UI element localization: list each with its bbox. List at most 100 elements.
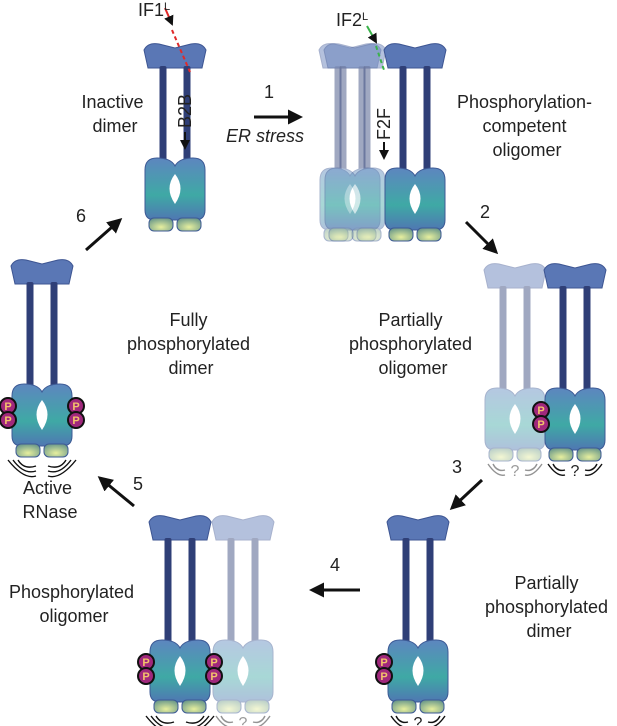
- ppo-front-phospho-text-L-1: P: [537, 405, 544, 417]
- step-3-arrow: [449, 478, 484, 511]
- ppd-dimer-cleft: [412, 656, 424, 686]
- fpd-phospho-text-R-2: P: [72, 415, 79, 427]
- ppo-front-stalk-2: [583, 286, 591, 392]
- fpd-phospho-text-L-1: P: [4, 401, 11, 413]
- ppo-front-dimer-cleft: [569, 404, 581, 434]
- ppo-front-unknown-arc-right-2: [584, 463, 603, 476]
- ppo-front-unknown-arc-left-1: [552, 463, 566, 472]
- po-front-phospho-R-2: [205, 667, 223, 685]
- ppo-back-rnase-1: [488, 447, 514, 462]
- competent-front: [383, 43, 447, 242]
- partially-phosphorylated-dimer-label: Partially phosphorylated dimer: [485, 573, 613, 641]
- ppo-back-unknown-mark: ?: [511, 463, 520, 480]
- fully-phosphorylated-dimer-label: Fully phosphorylated dimer: [127, 310, 255, 378]
- competent-back-rnase-1: [328, 227, 354, 242]
- po-back-rnase-2: [244, 699, 270, 714]
- fpd-activity-arc-left-1: [17, 459, 37, 468]
- step-5-number: 5: [133, 474, 143, 494]
- ppd-unknown-arc-right-2: [433, 715, 446, 726]
- fpd-activity-arc-right-1: [47, 459, 67, 468]
- competent-faded-1-luminal-head: [318, 43, 382, 69]
- ppo-front: PP?: [532, 263, 607, 480]
- po-front-phospho-L-2: [137, 667, 155, 685]
- po-back-unknown-arc-left-1: [220, 715, 234, 724]
- ppd-unknown-arc-right-1: [427, 715, 441, 724]
- ppd-stalk-2: [426, 538, 434, 644]
- fpd-rnase-2: [43, 443, 69, 458]
- competent-back-stalk-2: [363, 66, 371, 172]
- competent-faded-1-stalk-1: [334, 66, 342, 172]
- ppd-rnase-1: [391, 699, 417, 714]
- po-front-luminal-head: [148, 515, 212, 541]
- po-front-activity-arc-right-1: [185, 715, 205, 724]
- fpd-stalk-1: [26, 282, 34, 388]
- ppo-front-unknown-arc-right-1: [584, 463, 598, 472]
- ppo-back-luminal-head: [483, 263, 547, 289]
- po-back: PP?: [200, 515, 275, 726]
- active-rnase-label: Active RNase: [22, 478, 77, 522]
- ppd-unknown-mark: ?: [414, 715, 423, 726]
- ppd-phospho-text-L-1: P: [380, 657, 387, 669]
- inactive-dimer-rnase-2: [176, 217, 202, 232]
- po-back-unknown-arc-right-1: [252, 715, 266, 724]
- competent-back-dimer-cleft: [349, 184, 361, 214]
- fpd-luminal-head: [10, 259, 74, 285]
- po-front-dimer-cleft: [174, 656, 186, 686]
- fpd-activity-arc-left-3: [7, 459, 37, 478]
- ppo-front-unknown-arc-left-2: [547, 463, 566, 476]
- ppd: PP?: [375, 515, 450, 726]
- inactive-dimer-luminal-head: [143, 43, 207, 69]
- step-2-number: 2: [480, 202, 490, 222]
- competent-front-luminal-head: [383, 43, 447, 69]
- competent-front-stalk-2: [423, 66, 431, 172]
- ppo-back-stalk-1: [499, 286, 507, 392]
- step-6-arrow: [85, 218, 123, 252]
- inactive-dimer-stalk-1: [159, 66, 167, 162]
- ppo-front-rnase-1: [548, 447, 574, 462]
- ppd-stalk-1: [402, 538, 410, 644]
- ppd-phospho-L-2: [375, 667, 393, 685]
- po-front-rnase-1: [153, 699, 179, 714]
- ppo-front-phospho-L-2: [532, 415, 550, 433]
- step-3-number: 3: [452, 457, 462, 477]
- po-back-rnase-1: [216, 699, 242, 714]
- if1-marker: [164, 7, 191, 73]
- ppo-back-stalk-2: [523, 286, 531, 392]
- competent-front-rnase-2: [416, 227, 442, 242]
- inactive-dimer: [143, 43, 207, 232]
- ppo-back-unknown-arc-right-1: [524, 463, 538, 472]
- po-back-unknown-arc-left-2: [215, 715, 228, 726]
- po-back-luminal-head: [211, 515, 275, 541]
- po-back-stalk-2: [251, 538, 259, 644]
- po-back-stalk-1: [227, 538, 235, 644]
- phosphorylated-oligomer-label: Phosphorylated oligomer: [9, 582, 139, 626]
- f2f-label: F2F: [374, 108, 394, 140]
- po-front-stalk-1: [164, 538, 172, 644]
- competent-front-rnase-1: [388, 227, 414, 242]
- competent-back-rnase-2: [356, 227, 382, 242]
- po-front-activity-arc-left-2: [150, 715, 164, 726]
- fpd-activity-arc-right-2: [47, 459, 72, 473]
- ppo-back-unknown-arc-left-1: [492, 463, 506, 472]
- b2b-label: B2B: [175, 94, 195, 128]
- er-stress-label: ER stress: [226, 126, 304, 146]
- competent-front-stalk-1: [399, 66, 407, 172]
- if1-label: IF1L: [138, 0, 170, 20]
- inactive-dimer-label: Inactive dimer: [81, 92, 148, 136]
- ppo-front-luminal-head: [543, 263, 607, 289]
- competent-faded-1-stalk-2: [358, 66, 366, 172]
- competent-back-stalk-1: [339, 66, 347, 172]
- po-front-activity-arc-left-1: [155, 715, 175, 724]
- po-front-phospho-text-R-2: P: [210, 671, 217, 683]
- po-back-unknown-arc-right-2: [258, 715, 271, 726]
- po-front-activity-arc-right-2: [196, 715, 210, 726]
- ppo-front-unknown-mark: ?: [571, 463, 580, 480]
- partially-phosphorylated-oligomer-label: Partially phosphorylated oligomer: [349, 310, 477, 378]
- ppo-front-rnase-2: [576, 447, 602, 462]
- po-back-dimer-cleft: [237, 656, 249, 686]
- step-6-number: 6: [76, 206, 86, 226]
- ppd-unknown-arc-left-1: [395, 715, 409, 724]
- competent-front-dimer-cleft: [409, 184, 421, 214]
- fpd-dimer-cleft: [36, 400, 48, 430]
